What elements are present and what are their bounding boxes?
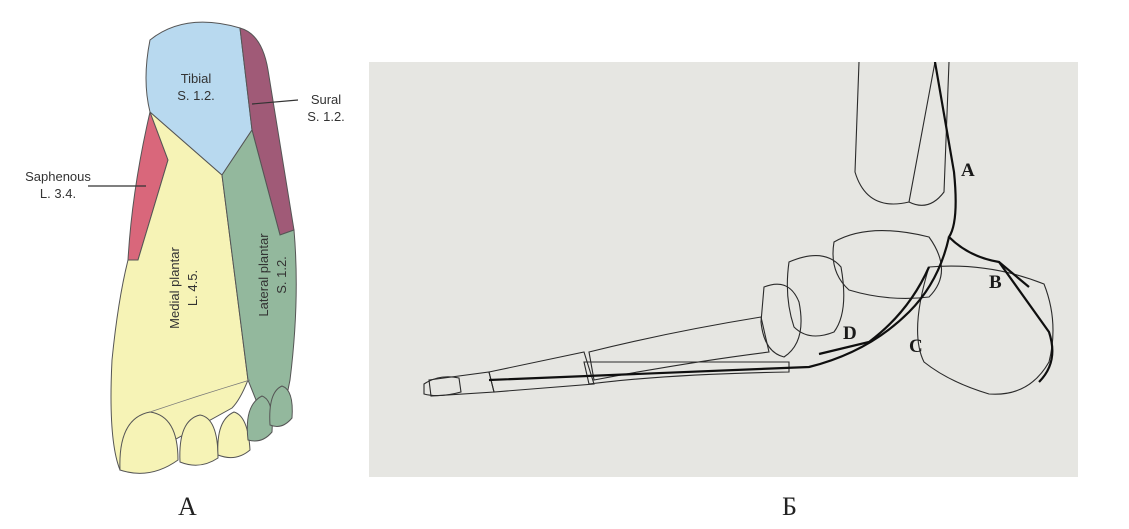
foot-skeleton-drawing: A B C D <box>369 62 1078 477</box>
nerve-paths <box>489 62 1052 382</box>
label-d: D <box>843 323 857 344</box>
tibial-code: S. 1.2. <box>177 88 215 103</box>
foot-dermatome-diagram: Tibial S. 1.2. Sural S. 1.2. Saphenous L… <box>0 0 370 529</box>
saphenous-label: Saphenous <box>25 169 91 184</box>
bone-outlines <box>424 62 1053 396</box>
medial-plantar-code: L. 4.5. <box>185 270 200 306</box>
label-b: B <box>989 272 1002 293</box>
sural-label: Sural <box>311 92 341 107</box>
foot-dermatome-svg: Tibial S. 1.2. Sural S. 1.2. Saphenous L… <box>0 0 370 529</box>
lateral-plantar-code: S. 1.2. <box>274 256 289 294</box>
tibial-label: Tibial <box>181 71 212 86</box>
panel-b-caption: Б <box>782 492 797 522</box>
sural-code: S. 1.2. <box>307 109 345 124</box>
foot-skeleton-svg: A B C D <box>369 62 1078 477</box>
lateral-plantar-label: Lateral plantar <box>256 233 271 317</box>
medial-plantar-label: Medial plantar <box>167 247 182 329</box>
label-c: C <box>909 336 923 357</box>
saphenous-code: L. 3.4. <box>40 186 76 201</box>
label-a: A <box>961 160 975 181</box>
panel-a-caption: A <box>178 492 197 522</box>
